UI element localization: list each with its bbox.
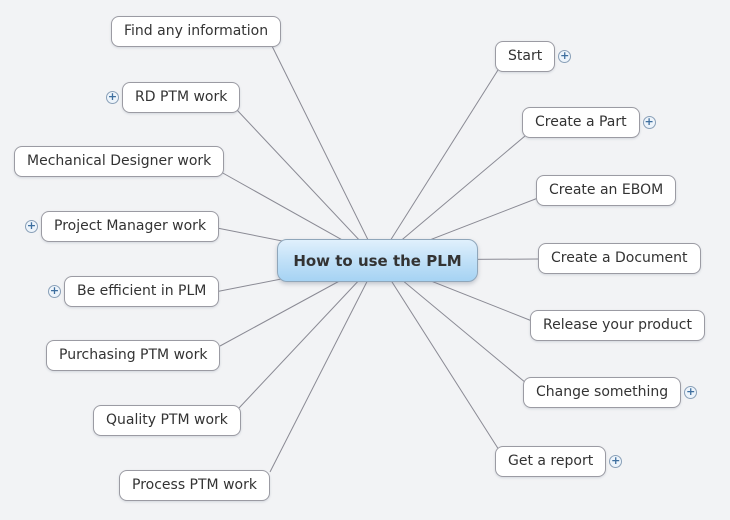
topic-node-create-a-document[interactable]: Create a Document bbox=[538, 243, 701, 274]
topic-label: RD PTM work bbox=[135, 89, 228, 105]
topic-node-change-something[interactable]: Change something + bbox=[523, 377, 698, 408]
topic-label: Mechanical Designer work bbox=[27, 153, 212, 169]
central-topic-node[interactable]: How to use the PLM bbox=[277, 239, 478, 282]
topic-label: Change something bbox=[536, 384, 669, 400]
topic-node-quality-ptm-work[interactable]: Quality PTM work bbox=[93, 405, 241, 436]
topic-node-project-manager-work[interactable]: + Project Manager work bbox=[25, 211, 220, 242]
topic-label: Process PTM work bbox=[132, 477, 257, 493]
topic-node-get-a-report[interactable]: Get a report + bbox=[495, 446, 623, 477]
topic-label: Find any information bbox=[124, 23, 269, 39]
topic-label: Get a report bbox=[508, 453, 594, 469]
topic-node-mechanical-designer-work[interactable]: Mechanical Designer work bbox=[14, 146, 225, 177]
topic-node-create-a-part[interactable]: Create a Part + bbox=[522, 107, 656, 138]
connector-line bbox=[236, 109, 379, 261]
expand-icon[interactable]: + bbox=[25, 218, 38, 233]
topic-node-rd-ptm-work[interactable]: + RD PTM work bbox=[106, 82, 241, 113]
topic-node-find-any-information[interactable]: Find any information bbox=[111, 16, 282, 47]
connector-line bbox=[238, 259, 379, 409]
topic-label: Create a Document bbox=[551, 250, 688, 266]
expand-icon[interactable]: + bbox=[558, 48, 572, 63]
topic-node-create-an-ebom[interactable]: Create an EBOM bbox=[536, 175, 677, 206]
connector-line bbox=[271, 45, 379, 261]
topic-label: Create an EBOM bbox=[549, 182, 664, 198]
central-topic-label: How to use the PLM bbox=[293, 251, 462, 270]
topic-node-process-ptm-work[interactable]: Process PTM work bbox=[119, 470, 270, 501]
expand-icon[interactable]: + bbox=[609, 453, 623, 468]
topic-label: Be efficient in PLM bbox=[77, 283, 207, 299]
topic-node-release-your-product[interactable]: Release your product bbox=[530, 310, 705, 341]
expand-icon[interactable]: + bbox=[106, 89, 119, 104]
connector-line bbox=[269, 259, 379, 473]
topic-node-purchasing-ptm-work[interactable]: Purchasing PTM work bbox=[46, 340, 221, 371]
topic-label: Release your product bbox=[543, 317, 692, 333]
expand-icon[interactable]: + bbox=[684, 384, 698, 399]
topic-label: Purchasing PTM work bbox=[59, 347, 208, 363]
topic-node-be-efficient-in-plm[interactable]: + Be efficient in PLM bbox=[48, 276, 220, 307]
topic-node-start[interactable]: Start + bbox=[495, 41, 572, 72]
topic-label: Quality PTM work bbox=[106, 412, 228, 428]
connector-line bbox=[377, 69, 499, 261]
expand-icon[interactable]: + bbox=[642, 114, 656, 129]
topic-label: Create a Part bbox=[535, 114, 627, 130]
connector-line bbox=[377, 259, 500, 451]
expand-icon[interactable]: + bbox=[48, 283, 61, 298]
topic-label: Project Manager work bbox=[54, 218, 207, 234]
topic-label: Start bbox=[508, 48, 543, 64]
